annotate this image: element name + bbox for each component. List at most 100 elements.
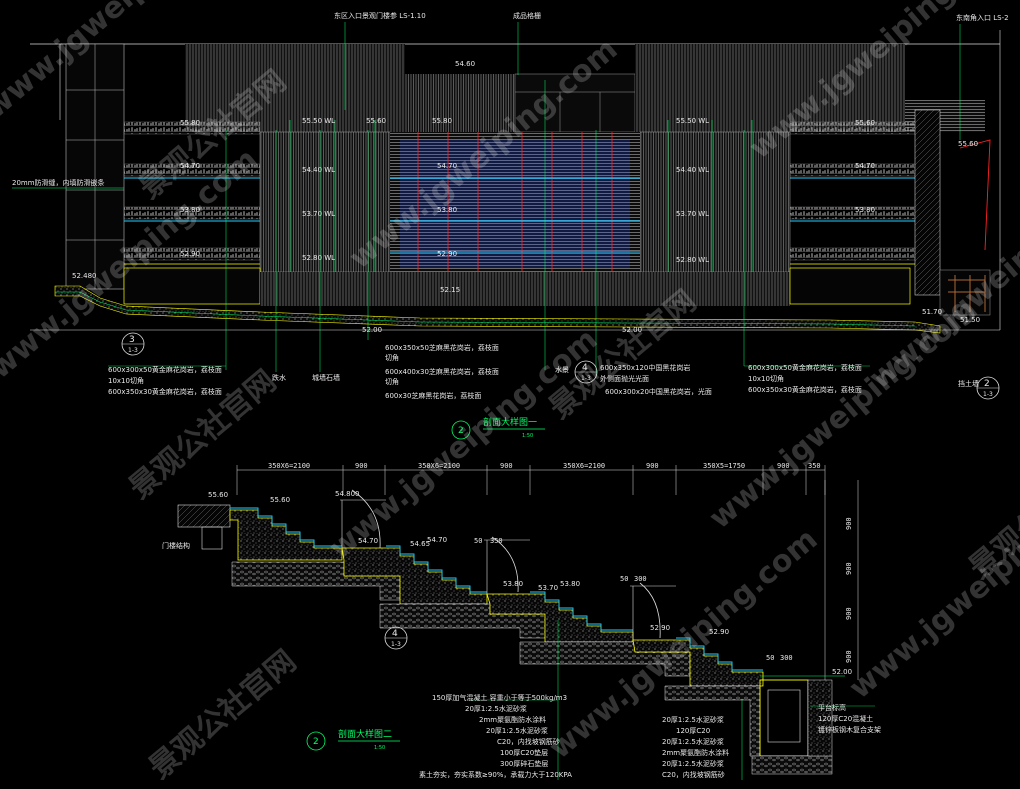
level: 54.40 WL — [676, 166, 709, 174]
level: 55.80 — [432, 117, 452, 125]
note-grille: 成品格栅 — [513, 11, 541, 20]
callout: 外侧面抛光光面 — [600, 374, 649, 383]
callout: 10x10切角 — [108, 376, 144, 385]
level: 55.60 — [855, 119, 875, 127]
spec-line: 120厚C20 — [676, 727, 710, 735]
level: 54.70 — [437, 162, 457, 170]
watermark-text: www.jgweiping.com — [323, 322, 605, 566]
svg-text:2: 2 — [313, 737, 319, 747]
level: 52.480 — [72, 272, 97, 280]
dimension: 900 — [777, 462, 790, 470]
callout: 600x300x20中国黑花岗岩，光面 — [605, 387, 712, 396]
level: 53.80 — [180, 206, 200, 214]
level: 52.90 — [437, 250, 457, 258]
drawing-title-b: 2 剖面大样图二 1:50 — [306, 728, 400, 751]
spec-line: 20厚1:2.5水泥砂浆 — [662, 715, 724, 724]
level: 52.80 WL — [302, 254, 335, 262]
spec-line: 2mm聚氨酯防水涂料 — [662, 748, 729, 757]
dimension: 300 — [634, 575, 647, 583]
level: 55.50 WL — [676, 117, 709, 125]
level: 55.60 — [366, 117, 386, 125]
spec-line: 20厚1:2.5水泥砂浆 — [465, 704, 527, 713]
svg-text:2: 2 — [984, 379, 990, 389]
spec-line: 20厚1:2.5水泥砂浆 — [662, 737, 724, 746]
svg-text:1-3: 1-3 — [581, 375, 591, 382]
dimension: 50 — [474, 537, 482, 545]
callout: 600x350x120中国黑花岗岩 — [600, 363, 690, 372]
level: 53.80 — [560, 580, 580, 588]
gate-structure-note: 门楼结构 — [162, 541, 190, 550]
callout: 跌水 — [272, 373, 286, 382]
level: 54.800 — [335, 490, 360, 498]
watermark-text: 景观公社官网 — [123, 364, 283, 507]
svg-text:1-3: 1-3 — [128, 347, 138, 354]
section-drawing-b: 350X6=2100 900 350X6=2100 900 350X6=2100… — [162, 462, 881, 780]
dimension: 50 — [766, 654, 774, 662]
spec-line: 120厚C20混凝土 — [818, 714, 873, 723]
dimension: 350X6=2100 — [268, 462, 310, 470]
spec-line: 20厚1:2.5水泥砂浆 — [662, 759, 724, 768]
title-text: 剖面大样图一 — [483, 416, 537, 428]
elevation-drawing-a: 东区入口景观门楼参 LS-1.10 成品格栅 东南角入口 LS-2 20mm防滑… — [12, 11, 1009, 440]
dimension: 350X6=2100 — [563, 462, 605, 470]
level: 54.65 — [410, 540, 430, 548]
title-scale: 1:50 — [374, 745, 385, 751]
section-marker: 2 1-3 — [976, 376, 1000, 400]
spec-line: 300厚碎石垫层 — [500, 759, 548, 768]
svg-text:4: 4 — [392, 629, 398, 639]
svg-text:1-3: 1-3 — [391, 641, 401, 648]
dimension: 350X5=1750 — [703, 462, 745, 470]
svg-text:3: 3 — [129, 335, 135, 345]
level: 53.80 — [437, 206, 457, 214]
spec-line: C20，内找坡钢筋砂 — [497, 737, 560, 746]
callout: 600x400x30芝麻黑花岗岩，荔枝面 — [385, 367, 499, 376]
level: 52.90 — [709, 628, 729, 636]
dimension: 900 — [646, 462, 659, 470]
section-marker: 4 1-3 — [574, 360, 598, 384]
spec-line: 平台标高 — [818, 703, 846, 712]
level: 54.70 — [180, 162, 200, 170]
dimension: 350 — [808, 462, 821, 470]
callout: 切角 — [385, 353, 399, 362]
spec-line: 100厚C20垫层 — [500, 748, 548, 757]
level: 54.70 — [855, 162, 875, 170]
note-antislip: 20mm防滑缝，内填防滑嵌条 — [12, 178, 105, 187]
callout: 600x350x30黄金麻花岗岩，荔枝面 — [748, 385, 862, 394]
level: 52.90 — [650, 624, 670, 632]
level: 52.00 — [622, 326, 642, 334]
spec-line: 2mm聚氨酯防水涂料 — [479, 715, 546, 724]
callout: 600x300x50黄金麻花岗岩，荔枝面 — [748, 363, 862, 372]
level: 55.60 — [208, 491, 228, 499]
dimension: 350 — [490, 537, 503, 545]
spec-line: 150厚加气混凝土 容重小于等于500kg/m3 — [432, 693, 567, 702]
spec-line: 镀锌板钢木复合支架 — [818, 725, 881, 734]
svg-text:2: 2 — [458, 426, 464, 436]
note-gate-ref: 东区入口景观门楼参 LS-1.10 — [334, 11, 426, 20]
callout: 10x10切角 — [748, 374, 784, 383]
level: 53.70 — [538, 584, 558, 592]
callout: 水景 — [555, 365, 569, 374]
callout: 600x30芝麻黑花岗岩，荔枝面 — [385, 391, 481, 400]
title-scale: 1:50 — [522, 433, 533, 439]
callout: 切角 — [385, 377, 399, 386]
level: 51.50 — [960, 316, 980, 324]
level: 53.70 WL — [676, 210, 709, 218]
callout: 城墙石墙 — [312, 373, 340, 382]
dimension: 900 — [845, 562, 853, 575]
callout: 600x300x50黄金麻花岗岩，荔枝面 — [108, 365, 222, 374]
dimension: 900 — [355, 462, 368, 470]
section-marker: 3 1-3 — [121, 332, 145, 356]
level: 52.15 — [440, 286, 460, 294]
level: 54.70 — [358, 537, 378, 545]
spec-line: C20，内找坡钢筋砂 — [662, 770, 725, 779]
callout: 600x350x50芝麻黑花岗岩，荔枝面 — [385, 343, 499, 352]
level: 55.60 — [270, 496, 290, 504]
note-entrance-ref: 东南角入口 LS-2 — [956, 13, 1009, 22]
dimension: 50 — [620, 575, 628, 583]
level: 53.80 — [503, 580, 523, 588]
svg-text:1-3: 1-3 — [983, 391, 993, 398]
level-top: 54.60 — [455, 60, 475, 68]
svg-text:4: 4 — [582, 363, 588, 373]
level: 52.00 — [362, 326, 382, 334]
callout: 600x350x30黄金麻花岗岩，荔枝面 — [108, 387, 222, 396]
